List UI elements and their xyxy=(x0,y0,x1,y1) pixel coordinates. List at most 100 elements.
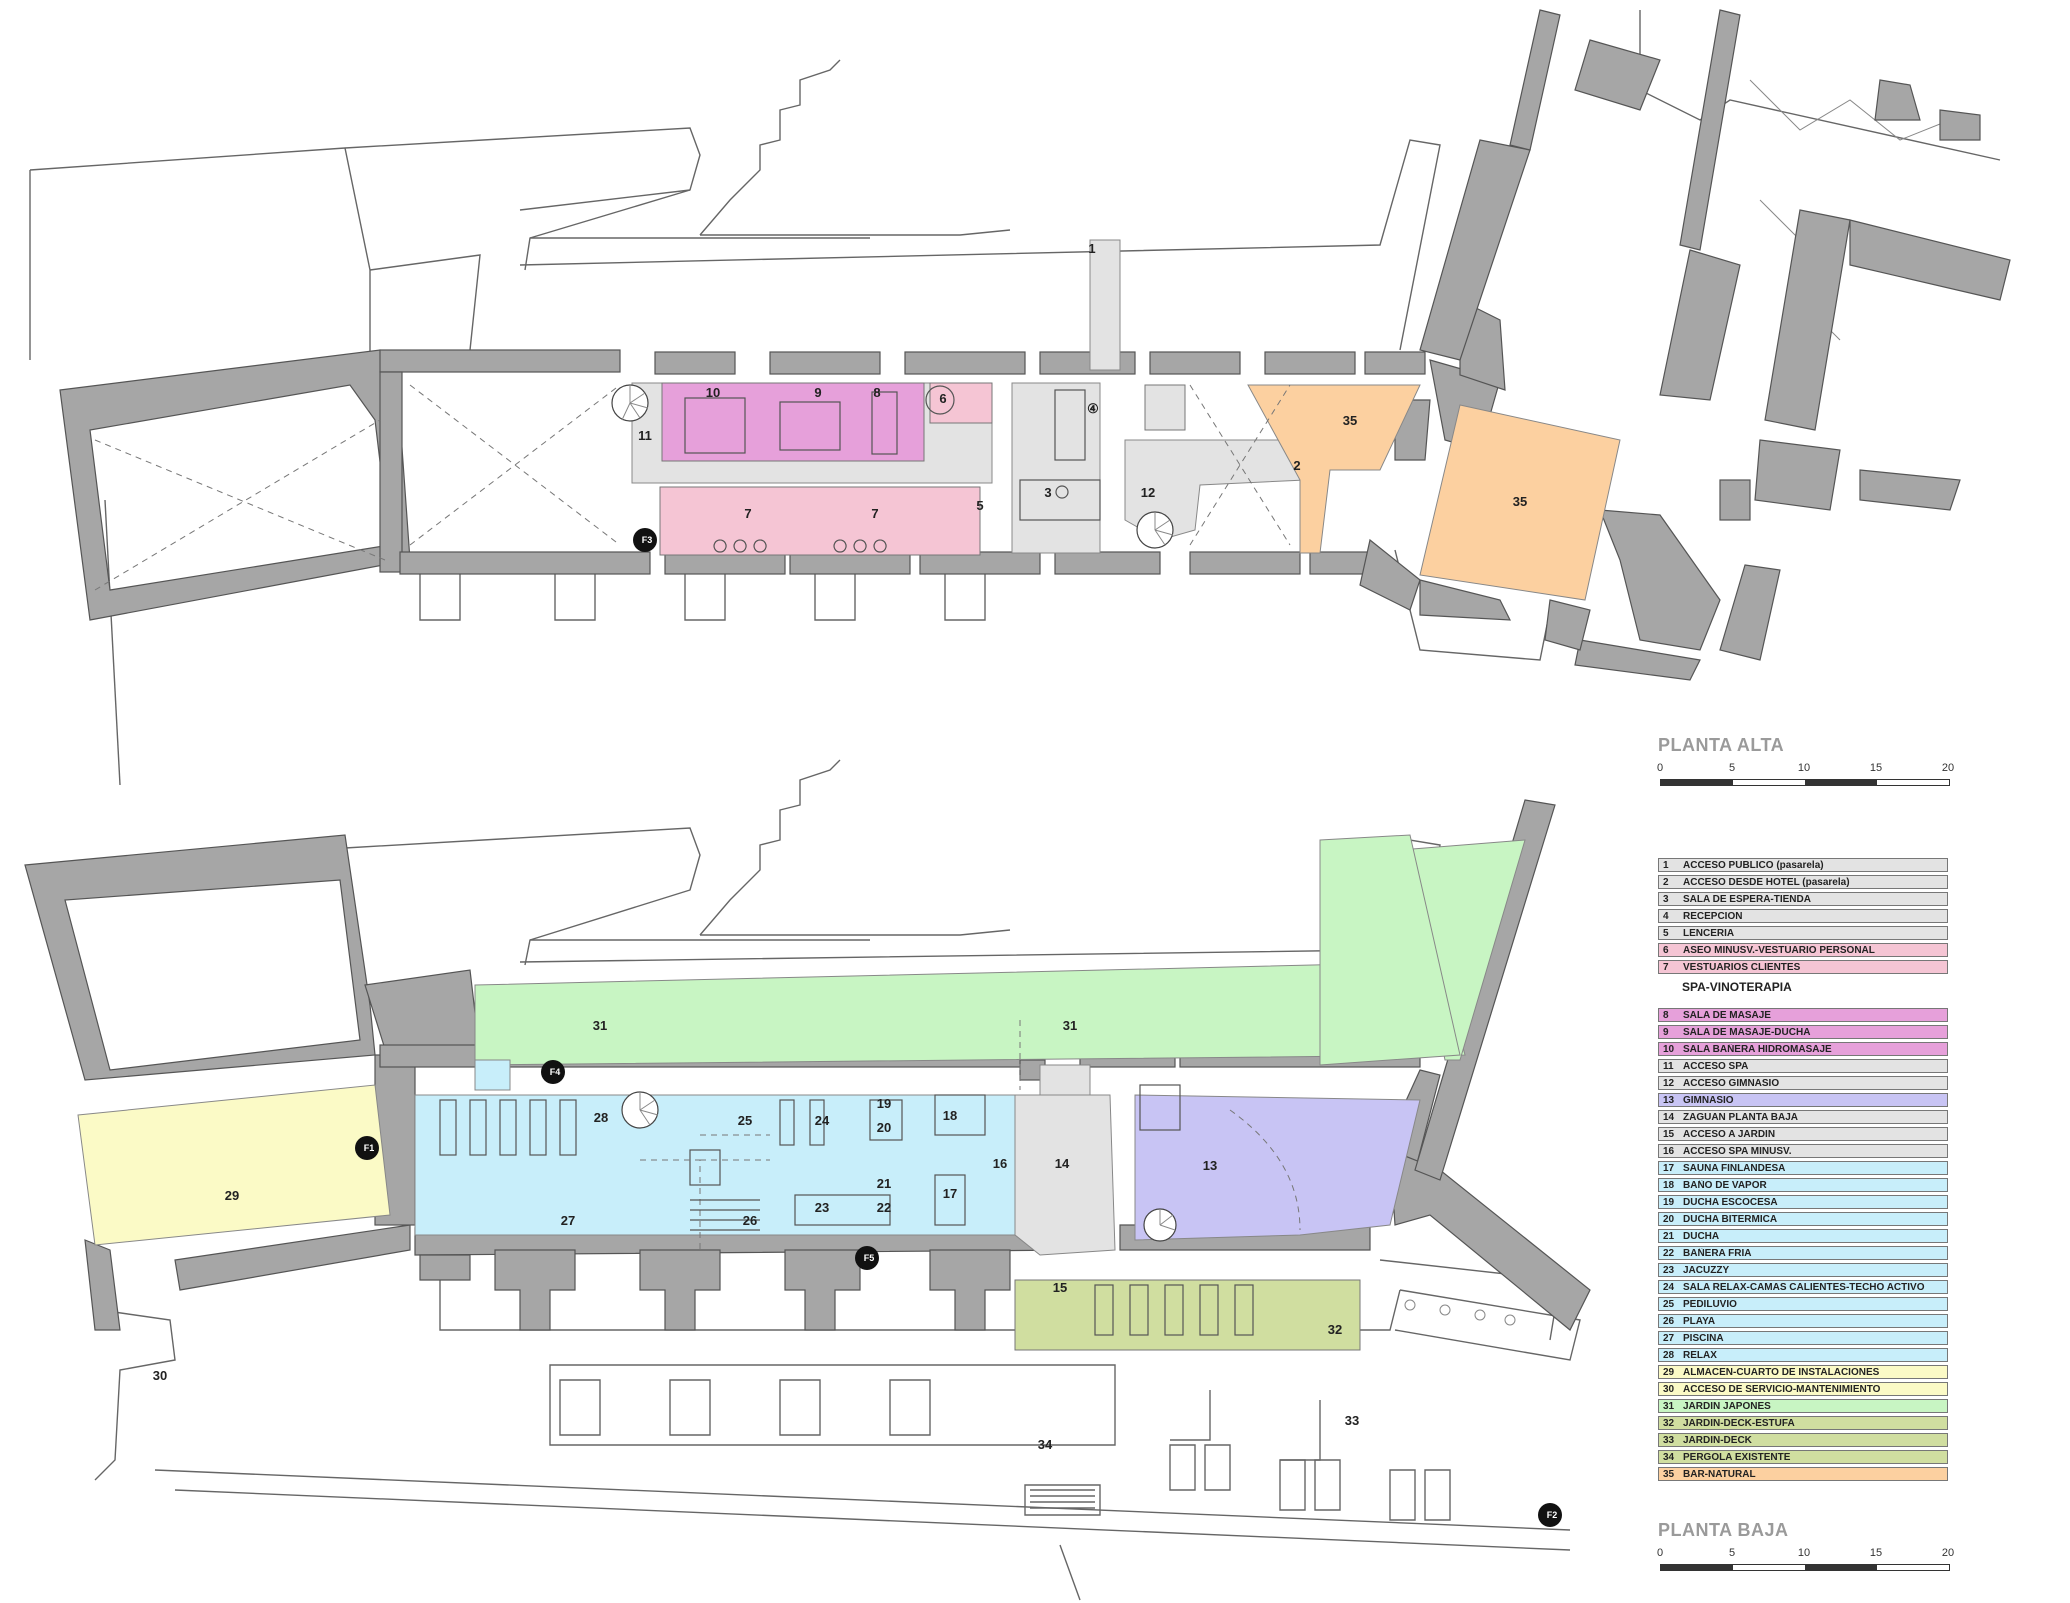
legend-item-number: 12 xyxy=(1663,1077,1675,1089)
section-marker-label: F1 xyxy=(364,1143,375,1153)
legend-item-label: SALA DE MASAJE-DUCHA xyxy=(1683,1026,1811,1038)
upper-room-number: 3 xyxy=(1044,485,1051,500)
lower-room-number: 24 xyxy=(815,1113,830,1128)
legend-item-label: ALMACEN-CUARTO DE INSTALACIONES xyxy=(1683,1366,1880,1378)
section-marker-circle xyxy=(355,1136,379,1160)
lower-room-number: 23 xyxy=(815,1200,829,1215)
scale-tick: 5 xyxy=(1728,1547,1736,1559)
lower-room-number: 22 xyxy=(877,1200,891,1215)
legend-item-number: 21 xyxy=(1663,1230,1675,1242)
lower-plan xyxy=(24,759,1591,1601)
scale-tick: 15 xyxy=(1869,762,1883,774)
legend-item-number: 28 xyxy=(1663,1349,1675,1361)
upper-room-number: 8 xyxy=(873,385,880,400)
legend-heading: SPA-VINOTERAPIA xyxy=(1682,980,1792,994)
scale-bar-graphic xyxy=(1660,779,1950,786)
lower-room-number: 17 xyxy=(943,1186,957,1201)
section-marker-circle xyxy=(541,1060,565,1084)
legend-item-label: BAR-NATURAL xyxy=(1683,1468,1756,1480)
legend-item-number: 19 xyxy=(1663,1196,1675,1208)
legend-item-number: 27 xyxy=(1663,1332,1675,1344)
scale-tick: 20 xyxy=(1941,1547,1955,1559)
upper-room-number: 1 xyxy=(1088,241,1095,256)
legend-item-label: ACCESO SPA MINUSV. xyxy=(1683,1145,1792,1157)
legend-item-label: ZAGUAN PLANTA BAJA xyxy=(1683,1111,1798,1123)
lower-scale-bar: 0 5 10 15 20 xyxy=(1656,1547,1954,1577)
legend-item-number: 9 xyxy=(1663,1026,1669,1038)
legend-item-label: PLAYA xyxy=(1683,1315,1716,1327)
upper-plan xyxy=(29,9,2011,786)
scale-tick: 10 xyxy=(1797,1547,1811,1559)
upper-room-number: 35 xyxy=(1513,494,1527,509)
lower-room-number: 32 xyxy=(1328,1322,1342,1337)
legend-item-number: 7 xyxy=(1663,961,1669,973)
legend-item-label: JARDIN JAPONES xyxy=(1683,1400,1771,1412)
scale-tick: 15 xyxy=(1869,1547,1883,1559)
legend-item-label: ACCESO PUBLICO (pasarela) xyxy=(1683,859,1824,871)
lower-room-number: 27 xyxy=(561,1213,575,1228)
legend-item-number: 24 xyxy=(1663,1281,1675,1293)
section-marker-f1: F1 xyxy=(355,1136,379,1160)
legend-item-number: 30 xyxy=(1663,1383,1675,1395)
scale-tick: 0 xyxy=(1656,762,1664,774)
section-marker-label: F5 xyxy=(864,1253,875,1263)
legend-item-number: 10 xyxy=(1663,1043,1675,1055)
legend-item-number: 8 xyxy=(1663,1009,1669,1021)
legend-item-number: 11 xyxy=(1663,1060,1674,1072)
legend-item-label: JACUZZY xyxy=(1683,1264,1730,1276)
legend-item-label: PERGOLA EXISTENTE xyxy=(1683,1451,1791,1463)
legend-item-number: 23 xyxy=(1663,1264,1675,1276)
legend-item-number: 25 xyxy=(1663,1298,1675,1310)
legend-item-label: SALA DE MASAJE xyxy=(1683,1009,1771,1021)
legend-item-label: BAÑERA FRIA xyxy=(1683,1247,1752,1259)
legend-item-label: ACCESO DESDE HOTEL (pasarela) xyxy=(1683,876,1850,888)
legend-item: 26 PLAYA xyxy=(1658,1314,1948,1328)
section-marker-label: F3 xyxy=(642,535,653,545)
legend-item-number: 3 xyxy=(1663,893,1669,905)
scale-tick: 5 xyxy=(1728,762,1736,774)
legend-item: 9 SALA DE MASAJE-DUCHA xyxy=(1658,1025,1948,1039)
legend-item-number: 18 xyxy=(1663,1179,1675,1191)
legend-item-number: 2 xyxy=(1663,876,1669,888)
legend-item-label: ACCESO SPA xyxy=(1683,1060,1749,1072)
legend-item-number: 5 xyxy=(1663,927,1669,939)
lower-room-number: 29 xyxy=(225,1188,239,1203)
legend-item: 25 PEDILUVIO xyxy=(1658,1297,1948,1311)
lower-room-number: 13 xyxy=(1203,1158,1217,1173)
upper-room-number: 7 xyxy=(871,506,878,521)
upper-scale-bar: 0 5 10 15 20 xyxy=(1656,762,1954,792)
legend-item-number: 20 xyxy=(1663,1213,1675,1225)
upper-room-number: 35 xyxy=(1343,413,1357,428)
legend-item-label: PEDILUVIO xyxy=(1683,1298,1737,1310)
lower-room-number: 31 xyxy=(1063,1018,1077,1033)
lower-room-number: 25 xyxy=(738,1113,752,1128)
legend-item-number: 4 xyxy=(1663,910,1669,922)
section-marker-f3: F3 xyxy=(633,528,657,552)
legend-item-label: SAUNA FINLANDESA xyxy=(1683,1162,1786,1174)
legend-item-number: 6 xyxy=(1663,944,1669,956)
legend-item-number: 29 xyxy=(1663,1366,1675,1378)
legend-item-label: BAÑO DE VAPOR xyxy=(1683,1179,1767,1191)
lower-room-number: 20 xyxy=(877,1120,891,1135)
section-marker-f2: F2 xyxy=(1538,1503,1562,1527)
section-marker-circle xyxy=(1538,1503,1562,1527)
legend-item-label: JARDIN-DECK xyxy=(1683,1434,1752,1446)
scale-tick: 0 xyxy=(1656,1547,1664,1559)
lower-room-number: 26 xyxy=(743,1213,757,1228)
legend-item-number: 26 xyxy=(1663,1315,1675,1327)
lower-room-number: 28 xyxy=(594,1110,608,1125)
